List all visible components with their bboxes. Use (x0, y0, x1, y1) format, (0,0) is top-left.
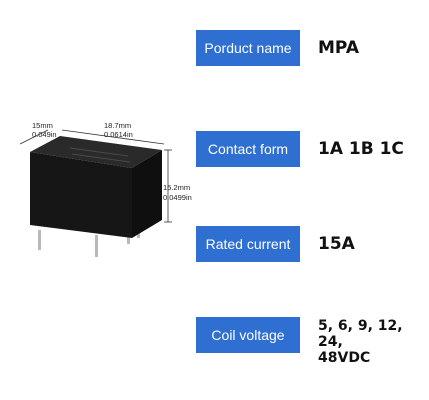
product-name-value: MPA (318, 38, 359, 58)
coil-voltage-value-line1: 5, 6, 9, 12, 24, (318, 318, 403, 350)
rated-current-label: Rated current (196, 226, 300, 262)
contact-form-label: Contact form (196, 131, 300, 167)
relay-right-face (132, 150, 162, 238)
relay-print-line (69, 147, 129, 157)
relay-illustration: 15mm 0.049in 18.7mm 0.0614in 15.2mm 0.04… (19, 121, 192, 257)
length-in-label: 0.0614in (104, 130, 133, 139)
product-name-label: Porduct name (196, 30, 300, 66)
height-in-label: 0.0499in (163, 193, 192, 202)
length-mm-label: 18.7mm (104, 121, 131, 130)
relay-print-line (71, 153, 131, 163)
length-dimension-line (61, 129, 165, 145)
relay-left-face (30, 152, 132, 238)
coil-voltage-label: Coil voltage (196, 317, 300, 353)
coil-voltage-value-line2: 48VDC (318, 350, 371, 366)
relay-pin (95, 235, 98, 257)
width-mm-label: 15mm (32, 121, 53, 130)
rated-current-value: 15A (318, 234, 355, 254)
coil-voltage-value: 5, 6, 9, 12, 24, 48VDC (318, 318, 428, 366)
width-in-label: 0.049in (32, 130, 57, 139)
relay-pin (38, 230, 41, 250)
width-dimension-line (19, 129, 49, 145)
contact-form-value: 1A 1B 1C (318, 139, 404, 159)
height-mm-label: 15.2mm (163, 183, 190, 192)
